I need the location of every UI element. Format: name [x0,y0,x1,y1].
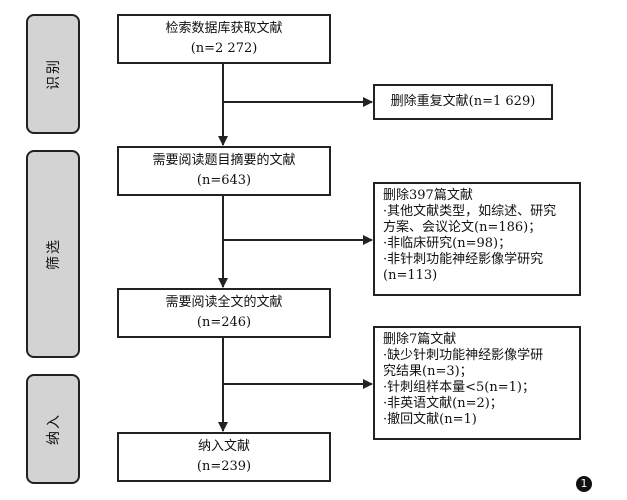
exclusion-2-line: ·缺少针刺功能神经影像学研 [383,348,544,363]
duplicates-removed-text: 删除重复文献(n=1 629) [390,94,536,109]
exclusion-2-line: ·针刺组样本量<5(n=1)； [383,380,535,395]
included-title: 纳入文献 [197,439,250,454]
fulltext-review-count: (n=246) [196,315,252,330]
phase-screening: 筛选 [26,150,80,358]
abstract-review-count: (n=643) [196,173,252,188]
database-search-box: 检索数据库获取文献 (n=2 272) [117,14,331,64]
exclusion-1-line: 方案、会议论文(n=186)； [383,220,542,235]
included-count: (n=239) [196,459,252,474]
phase-identification: 识别 [26,14,80,134]
abstract-review-title: 需要阅读题目摘要的文献 [152,153,296,168]
exclusion-box-2: 删除7篇文献 ·缺少针刺功能神经影像学研 究结果(n=3)； ·针刺组样本量<5… [373,326,581,440]
exclusion-1-line: ·非针刺功能神经影像学研究 [383,252,544,267]
fulltext-review-title: 需要阅读全文的文献 [165,295,283,310]
included-box: 纳入文献 (n=239) [117,432,331,482]
duplicates-removed-box: 删除重复文献(n=1 629) [373,84,553,120]
exclusion-1-line: ·非临床研究(n=98)； [383,236,512,251]
exclusion-2-line: 删除7篇文献 [383,332,457,347]
exclusion-2-line: ·撤回文献(n=1) [383,412,477,427]
fulltext-review-box: 需要阅读全文的文献 (n=246) [117,288,331,338]
exclusion-1-line: 删除397篇文献 [383,188,473,203]
exclusion-1-line: ·其他文献类型，如综述、研究 [383,204,557,219]
exclusion-box-1: 删除397篇文献 ·其他文献类型，如综述、研究 方案、会议论文(n=186)； … [373,182,581,296]
exclusion-2-line: ·非英语文献(n=2)； [383,396,503,411]
figure-number-badge: 1 [576,476,592,492]
exclusion-1-line: (n=113) [383,268,438,283]
phase-inclusion: 纳入 [26,374,80,484]
database-search-title: 检索数据库获取文献 [165,21,283,36]
abstract-review-box: 需要阅读题目摘要的文献 (n=643) [117,146,331,196]
exclusion-2-line: 究结果(n=3)； [383,364,473,379]
database-search-count: (n=2 272) [190,41,258,56]
